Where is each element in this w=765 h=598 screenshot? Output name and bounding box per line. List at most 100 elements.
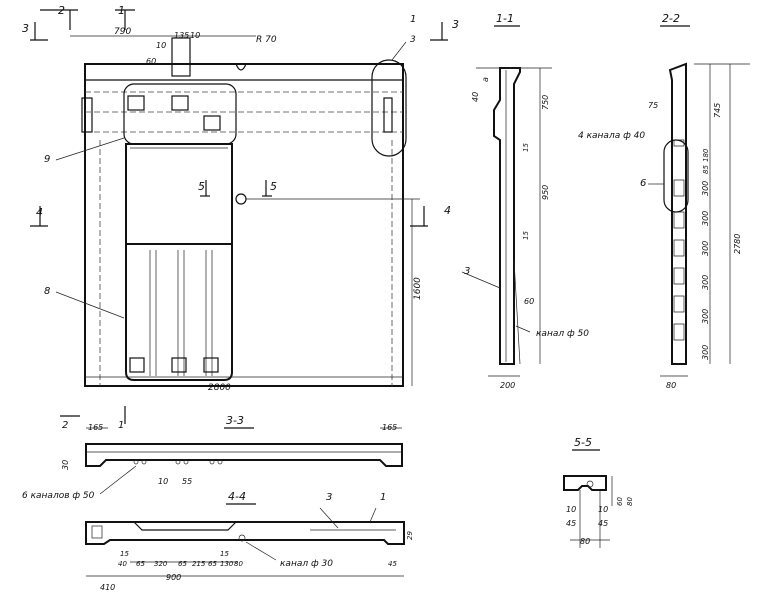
section-3-3-title: 3-3 [226,414,244,427]
mark-2-bottom: 2 [62,420,68,431]
section-5-5: 5-5 10 10 45 45 80 60 80 [563,436,634,548]
section-4-4-channel [91,525,103,539]
section-1-1-channel [513,259,521,365]
callout-ring-1 [371,59,407,157]
dim-65b: 65 [178,560,187,568]
dim-45-4-4: 45 [388,560,397,568]
section-1-1-title: 1-1 [496,12,514,25]
leader-3-1-1 [461,271,501,289]
dim-750: 750 [541,95,550,110]
lower-opening-b [171,357,187,373]
section-4-4-recess [133,521,237,531]
opening-b [171,95,189,111]
callout-3-4-4: 3 [326,492,332,503]
mark-3-left: 3 [22,22,29,35]
dim-2800: 2800 [208,383,231,393]
mark-3-right: 3 [452,18,459,31]
dim-60-1-1: 60 [524,297,534,306]
section-3-3-profile [85,443,403,467]
dim-900: 900 [166,573,181,582]
callout-3-1-1: 3 [464,266,470,277]
callout-3: 3 [410,35,416,45]
window-opening [125,143,233,245]
section-3-3: 3-3 2 1 165 165 30 10 55 6 каналов ф 50 [22,406,403,501]
dim-85: 85 [702,165,710,174]
mark-1-bottom: 1 [118,420,124,431]
panel-outline [84,63,404,387]
dim-200: 200 [500,381,515,390]
channels-50-label: 6 каналов ф 50 [22,491,95,501]
cut-4-left-label: 4 [36,206,43,219]
channel-30-label: канал ф 30 [280,559,333,569]
hole-5-5 [235,193,247,205]
dim-45a-5-5: 45 [566,519,576,528]
section-5-5-profile [563,475,607,491]
dim-10b-5-5: 10 [598,505,608,514]
dim-80-4-4: 80 [234,560,243,568]
dim-a: a [481,77,490,82]
callout-9: 9 [44,154,50,165]
dim-55: 55 [182,477,192,486]
section-5-5-title: 5-5 [574,436,592,449]
dim-130: 130 [220,560,234,568]
mark-2: 2 [58,4,65,17]
dim-10a: 10 [156,41,166,50]
opening-a [127,95,145,111]
dim-790: 790 [114,27,131,37]
dim-15b: 15 [522,231,530,240]
dim-10a-5-5: 10 [566,505,576,514]
left-lug [81,97,93,133]
leader-8 [55,291,125,319]
dim-950: 950 [541,185,550,200]
section-1-1: 1-1 40 a 750 15 950 15 60 200 3 канал ф … [461,12,589,390]
lower-opening-c [203,357,219,373]
dim-60: 60 [146,57,156,66]
cut-5-right-label: 5 [270,180,277,193]
dim-215: 215 [192,560,206,568]
dim-300c: 300 [701,241,710,256]
channel-50-label: канал ф 50 [536,329,589,339]
callout-6: 6 [640,178,646,189]
dim-300b: 300 [701,211,710,226]
ch-1 [133,459,139,465]
dim-10-3-3: 10 [158,477,168,486]
dim-29: 29 [406,531,414,540]
section-2-2-title: 2-2 [662,12,680,25]
dim-r70: R 70 [256,35,277,45]
leader-9 [55,137,125,161]
dim-65a: 65 [136,560,145,568]
dim-30: 30 [61,460,70,470]
section-1-1-profile [493,67,521,365]
leader-channel-50 [515,325,531,333]
section-2-2-profile [668,62,687,365]
leader-1-4-4 [369,507,377,523]
dim-40-4-4: 40 [118,560,127,568]
cut-5-left-label: 5 [198,180,205,193]
mark-1: 1 [118,4,125,17]
dim-80-5-5: 80 [580,537,590,546]
dim-135: 135 [174,31,189,40]
dim-2780: 2780 [733,234,742,254]
r70-notch [235,63,247,71]
leader-1 [391,41,407,61]
opening-c [203,115,221,131]
section-2-2: 2-2 75 745 180 85 300 300 300 300 300 30… [578,12,750,390]
section-4-4-profile [85,521,405,545]
dim-40: 40 [471,92,480,102]
dim-300d: 300 [701,275,710,290]
dim-180: 180 [702,148,710,162]
ch-6 [217,459,223,465]
ch-2 [141,459,147,465]
ch-30 [238,534,246,542]
dim-15b-4-4: 15 [220,550,229,558]
lifting-lug [171,37,191,77]
dim-320: 320 [154,560,168,568]
dim-80-2-2: 80 [666,381,676,390]
callout-ring-6 [663,139,689,213]
dim-165r: 165 [382,423,397,432]
lower-block [125,244,233,381]
ch-5 [209,459,215,465]
dim-60-5-5: 60 [616,497,624,506]
dim-300e: 300 [701,309,710,324]
